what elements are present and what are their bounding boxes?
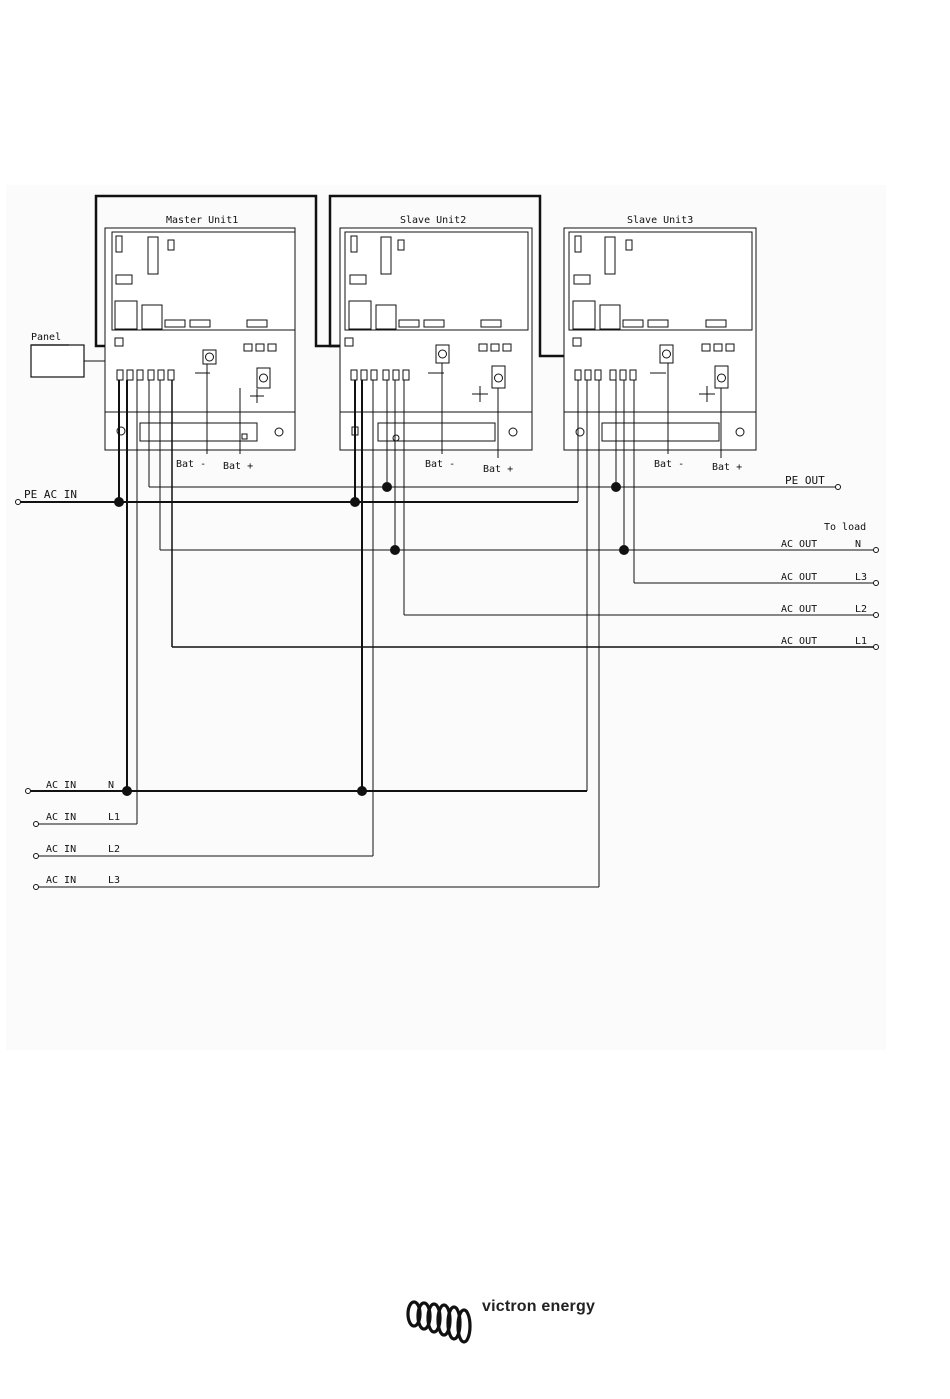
panel-label: Panel (31, 332, 61, 343)
ac-in-l1-label: AC IN (46, 812, 76, 823)
unit-3-title: Slave Unit3 (627, 215, 693, 226)
ac-out-l2-phase: L2 (855, 604, 867, 615)
victron-coil-logo-icon (404, 1296, 478, 1346)
pe-out-label: PE OUT (785, 474, 825, 487)
ac-in-l1-phase: L1 (108, 812, 120, 823)
pe-ac-in-label: PE AC IN (24, 488, 77, 501)
brand-logo: victron energy (404, 1296, 624, 1356)
to-load-label: To load (824, 522, 866, 533)
ac-out-l1-phase: L1 (855, 636, 867, 647)
ac-out-l1-label: AC OUT (781, 636, 817, 647)
ac-out-l3-phase: L3 (855, 572, 867, 583)
ac-in-n-phase: N (108, 780, 114, 791)
ac-in-l3-label: AC IN (46, 875, 76, 886)
brand-name: victron energy (482, 1298, 595, 1316)
unit-2-bat-minus: Bat - (425, 459, 455, 470)
ac-out-n-label: AC OUT (781, 539, 817, 550)
unit-1-title: Master Unit1 (166, 215, 238, 226)
ac-in-l2-label: AC IN (46, 844, 76, 855)
unit-2-bat-plus: Bat + (483, 464, 513, 475)
ac-out-n-phase: N (855, 539, 861, 550)
unit-2-inverter (340, 228, 532, 450)
ac-in-l3-phase: L3 (108, 875, 120, 886)
unit-3-inverter (564, 228, 756, 450)
ac-in-l2-phase: L2 (108, 844, 120, 855)
unit-1-bat-plus: Bat + (223, 461, 253, 472)
ac-out-l3-label: AC OUT (781, 572, 817, 583)
unit-3-bat-minus: Bat - (654, 459, 684, 470)
ac-in-n-label: AC IN (46, 780, 76, 791)
unit-2-title: Slave Unit2 (400, 215, 466, 226)
ac-out-l2-label: AC OUT (781, 604, 817, 615)
unit-1-bat-minus: Bat - (176, 459, 206, 470)
unit-3-bat-plus: Bat + (712, 462, 742, 473)
unit-1-inverter (105, 228, 295, 450)
